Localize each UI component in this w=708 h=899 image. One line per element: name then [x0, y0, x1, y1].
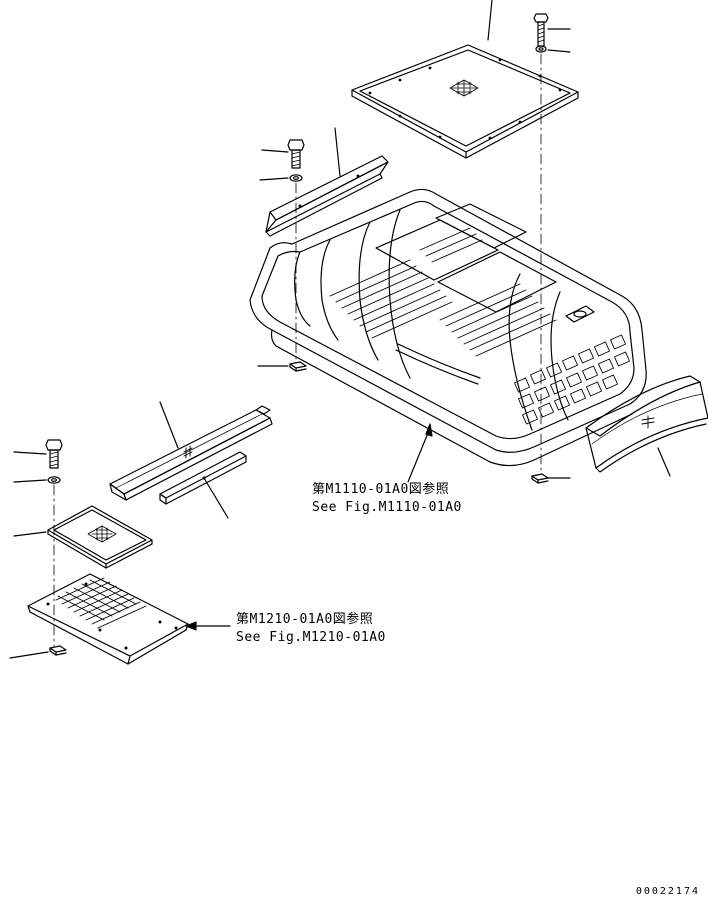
washer-top-left [290, 175, 302, 181]
leader-long-channel [160, 402, 178, 448]
leader-small-mesh-plate [14, 532, 46, 536]
nut-left-middle [290, 362, 306, 371]
leader-top-plate [488, 0, 492, 40]
leader-washer-lower-left [14, 480, 46, 482]
drawing-number: 00022174 [635, 886, 700, 897]
bolt-top-left [288, 140, 304, 168]
nut-bottom-right [532, 474, 548, 483]
leader-short-angle [204, 478, 228, 518]
washer-lower-left [48, 477, 60, 483]
short-angle-bracket [160, 452, 246, 504]
plate-holes [368, 58, 562, 140]
leader-bolt-top-left [262, 150, 288, 152]
leader-washer-top-left [260, 178, 288, 180]
leader-washer-top-right [548, 50, 570, 52]
front-vent-grid [514, 335, 629, 424]
right-side-cover [586, 376, 708, 472]
main-cover-reference-japanese: 第M1110-01A0図参照 [312, 482, 450, 497]
small-mesh-plate [48, 506, 152, 568]
leader-bolt-lower-left [14, 452, 46, 454]
mesh-pattern-top [450, 80, 478, 96]
leader-side-bracket [335, 128, 340, 176]
latch-plate [566, 306, 594, 322]
reference-arrow-main [408, 424, 432, 482]
washer-top-right [536, 46, 546, 52]
louver-grid-top [330, 228, 556, 356]
nut-lower-left [50, 646, 66, 655]
grille-panel [28, 574, 188, 664]
side-bracket-strip [266, 156, 388, 236]
reference-arrow-lower [186, 622, 230, 630]
leader-nut-lower-left [10, 652, 48, 658]
top-cover-plate [352, 45, 578, 158]
long-channel-bracket [110, 406, 272, 500]
bolt-lower-left [46, 440, 62, 468]
leader-right-side-cover [658, 448, 670, 476]
main-cover-housing [250, 189, 646, 465]
lower-panel-reference-english: See Fig.M1210-01A0 [236, 630, 386, 645]
lower-panel-reference-japanese: 第M1210-01A0図参照 [236, 612, 374, 627]
bolt-top-right [534, 14, 548, 46]
main-cover-reference-english: See Fig.M1110-01A0 [312, 500, 462, 515]
